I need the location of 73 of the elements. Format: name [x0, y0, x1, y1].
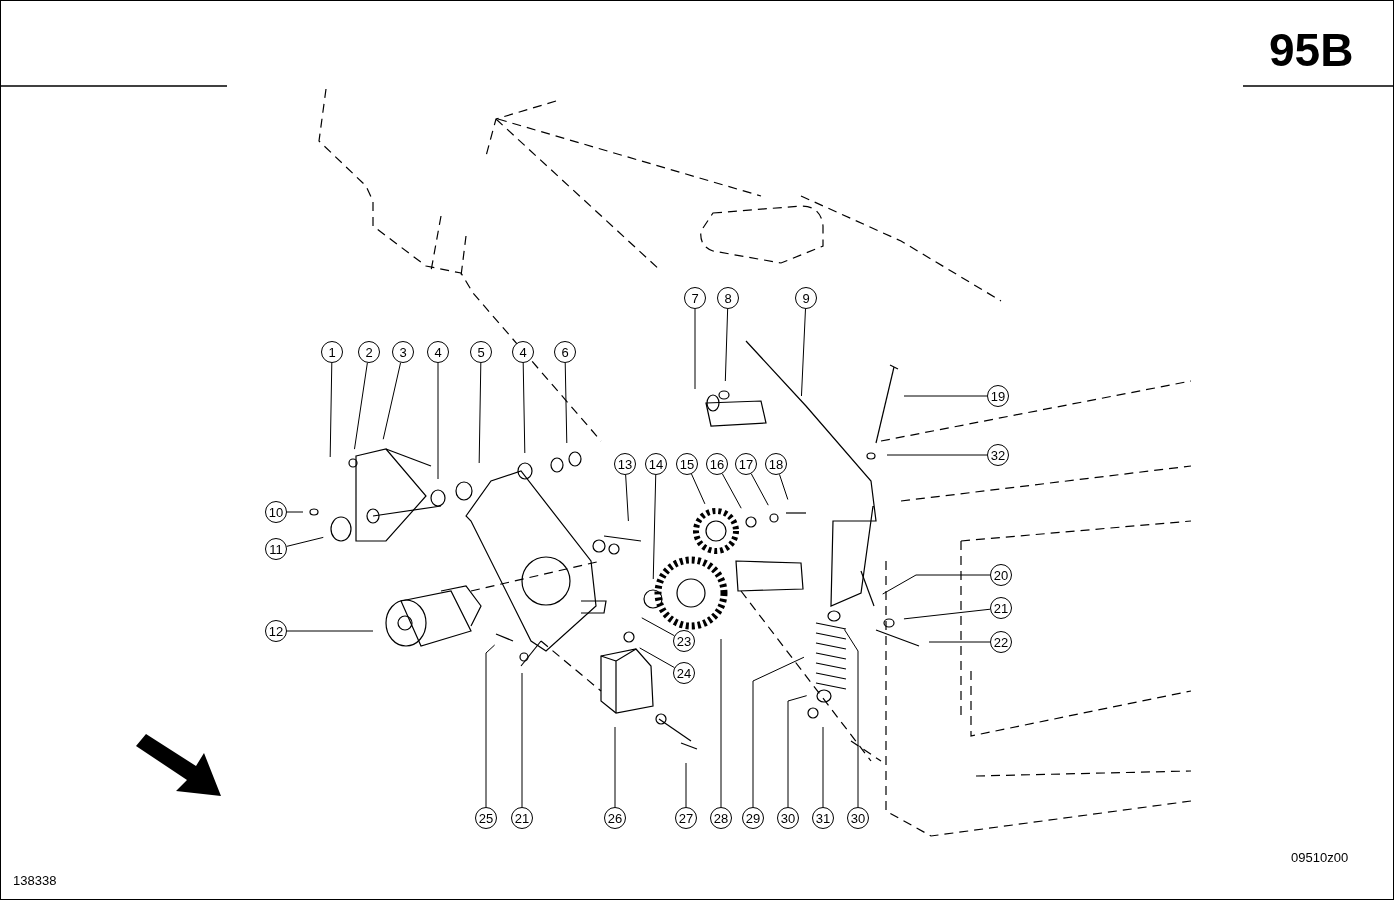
callout-number: 28 — [710, 807, 732, 829]
leader-line — [641, 617, 675, 637]
callout-number: 7 — [684, 287, 706, 309]
callout-number: 31 — [812, 807, 834, 829]
callout-number: 23 — [673, 630, 695, 652]
leader-line — [822, 726, 824, 808]
callout-number: 21 — [990, 597, 1012, 619]
callout-number: 10 — [265, 501, 287, 523]
callout-number: 4 — [512, 341, 534, 363]
leader-line — [286, 630, 374, 632]
document-number: 138338 — [13, 873, 57, 888]
callout-number: 30 — [847, 807, 869, 829]
leader-line — [478, 362, 482, 464]
leader-line — [652, 474, 657, 580]
callout-number: 20 — [990, 564, 1012, 586]
leader-line — [694, 308, 696, 390]
leader-line — [639, 647, 675, 669]
leader-line — [800, 308, 806, 397]
leader-line — [521, 672, 523, 808]
leader-line — [724, 308, 729, 382]
leader-line — [625, 474, 629, 522]
callout-number: 16 — [706, 453, 728, 475]
callout-number: 21 — [511, 807, 533, 829]
callout-number: 4 — [427, 341, 449, 363]
leader-line — [614, 726, 616, 808]
leader-line — [779, 473, 789, 500]
callout-number: 1 — [321, 341, 343, 363]
callout-number: 25 — [475, 807, 497, 829]
page-number: 95B — [1269, 23, 1354, 77]
callout-number: 19 — [987, 385, 1009, 407]
callout-number: 5 — [470, 341, 492, 363]
callout-number: 22 — [990, 631, 1012, 653]
leader-line — [720, 638, 722, 808]
leader-line — [354, 362, 368, 450]
callout-number: 15 — [676, 453, 698, 475]
leader-line — [437, 362, 439, 480]
leader-line — [752, 656, 805, 808]
leader-line — [750, 473, 769, 506]
callout-number: 13 — [614, 453, 636, 475]
callout-number: 9 — [795, 287, 817, 309]
leader-line — [382, 362, 402, 440]
drawing-number: 09510z00 — [1291, 850, 1349, 865]
callout-number: 3 — [392, 341, 414, 363]
leader-line — [485, 644, 496, 808]
callout-number: 11 — [265, 538, 287, 560]
leader-line — [329, 362, 333, 458]
leader-line — [286, 536, 324, 547]
leader-line — [882, 574, 991, 595]
leader-line — [286, 511, 304, 513]
leader-line — [903, 608, 991, 620]
leader-line — [522, 362, 526, 454]
leader-line — [721, 473, 742, 509]
leader-line — [843, 628, 859, 808]
callout-number: 2 — [358, 341, 380, 363]
leader-line — [685, 762, 687, 808]
callout-number: 32 — [987, 444, 1009, 466]
callout-number: 6 — [554, 341, 576, 363]
callout-number: 17 — [735, 453, 757, 475]
callout-number: 26 — [604, 807, 626, 829]
callout-number: 24 — [673, 662, 695, 684]
callout-number: 14 — [645, 453, 667, 475]
callout-number: 8 — [717, 287, 739, 309]
leader-line — [787, 695, 808, 808]
callout-number: 12 — [265, 620, 287, 642]
leader-line — [691, 473, 706, 505]
leader-line — [886, 454, 988, 456]
leader-line — [928, 641, 991, 643]
leader-line — [903, 395, 988, 397]
callout-number: 30 — [777, 807, 799, 829]
callout-number: 18 — [765, 453, 787, 475]
callout-number: 29 — [742, 807, 764, 829]
callout-number: 27 — [675, 807, 697, 829]
leader-line — [564, 362, 568, 444]
